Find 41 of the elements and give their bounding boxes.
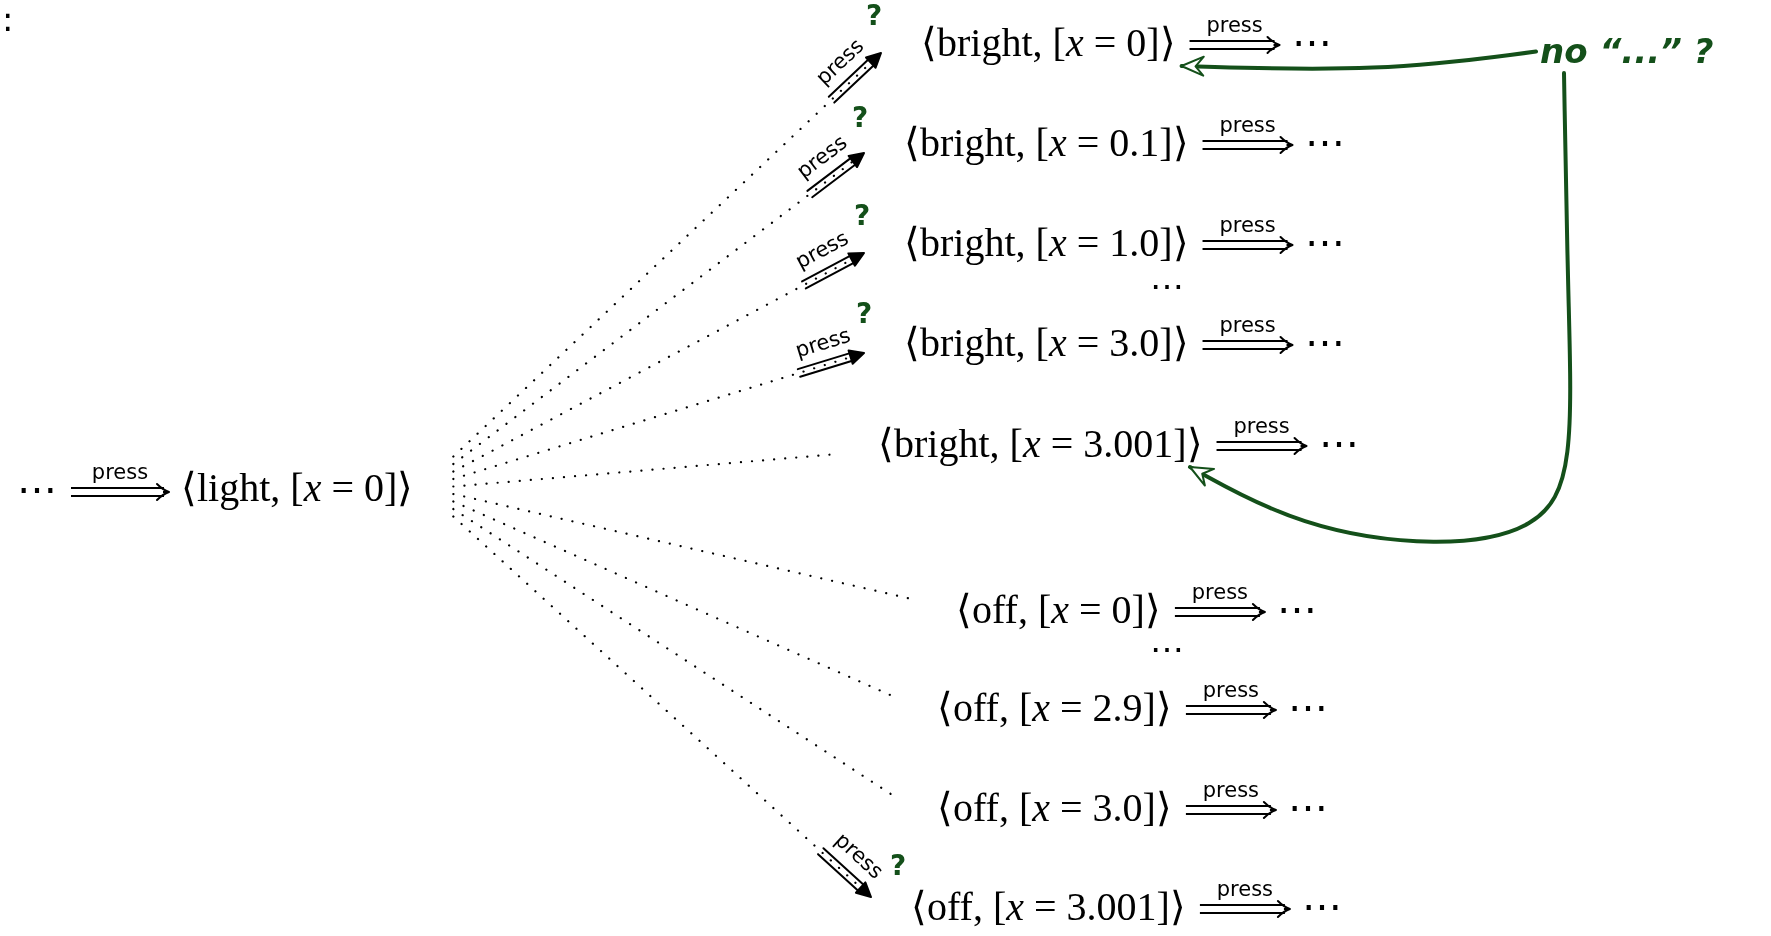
state-label: ⟨light, [x = 0]⟩ <box>175 465 454 511</box>
double-arrow <box>1184 701 1277 719</box>
ellipsis: ⋯ <box>1295 884 1348 930</box>
state-label: ⟨bright, [x = 0]⟩ <box>881 20 1182 66</box>
dotted-arrow <box>452 349 866 481</box>
ellipsis: ⋯ <box>1281 785 1334 831</box>
dotted-arrow <box>452 251 866 473</box>
ellipsis: ⋯ <box>1281 685 1334 731</box>
ellipsis: ⋯ <box>1298 320 1351 366</box>
ellipsis: ⋯ <box>11 467 63 513</box>
state-label: ⟨off, [x = 2.9]⟩ <box>897 685 1178 731</box>
double-arrow <box>1201 336 1294 354</box>
ellipsis: ⋯ <box>1150 270 1184 304</box>
double-arrow <box>1201 236 1294 254</box>
annotation-arrow <box>1179 49 1538 77</box>
handwritten-note: no “...” ? <box>1536 30 1718 74</box>
state-label: ⟨off, [x = 3.001]⟩ <box>871 884 1192 930</box>
state-label: ⟨bright, [x = 3.001]⟩ <box>838 421 1209 467</box>
question-mark-annotation: ? <box>890 852 907 880</box>
state-label: ⟨off, [x = 0]⟩ <box>916 587 1167 633</box>
ellipsis: ⋯ <box>1150 633 1184 667</box>
dotted-arrow <box>452 515 873 899</box>
double-arrow <box>1201 136 1294 154</box>
double-arrow <box>1173 603 1266 621</box>
annotation-arrow <box>1188 71 1573 544</box>
question-mark-annotation: ? <box>866 2 883 30</box>
question-mark-annotation: ? <box>856 300 873 328</box>
ellipsis: ⋯ <box>1298 120 1351 166</box>
double-arrow <box>1198 900 1291 918</box>
text-fragment: : <box>2 2 14 36</box>
double-arrow <box>1184 801 1277 819</box>
double-arrow <box>1215 437 1308 455</box>
ellipsis: ⋯ <box>1270 587 1323 633</box>
ellipsis: ⋯ <box>1312 421 1365 467</box>
dotted-arrow <box>452 151 866 466</box>
double-arrow <box>1188 36 1281 54</box>
state-label: ⟨off, [x = 3.0]⟩ <box>897 785 1178 831</box>
double-arrow <box>70 483 170 501</box>
ellipsis: ⋯ <box>1298 220 1351 266</box>
ellipsis: ⋯ <box>1285 20 1338 66</box>
dotted-arrow <box>452 51 883 458</box>
